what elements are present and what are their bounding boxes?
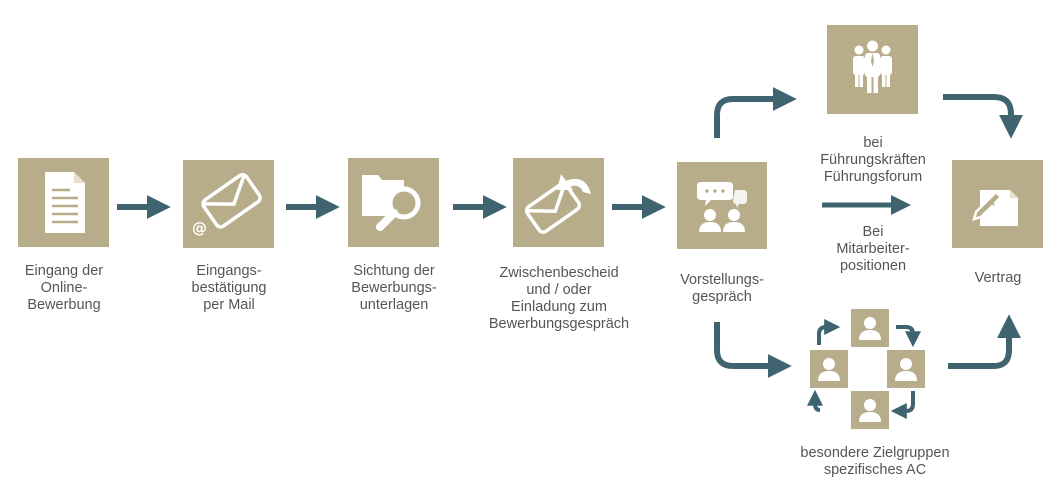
label-employee-positions: Bei Mitarbeiter- positionen bbox=[836, 224, 910, 274]
email-at-icon: @ bbox=[192, 173, 262, 237]
arrow-top-to-contract bbox=[943, 94, 1023, 139]
email-reply-icon bbox=[524, 174, 591, 234]
arrow-5-down bbox=[714, 322, 792, 378]
step-document-review bbox=[348, 158, 439, 247]
document-icon bbox=[45, 172, 85, 233]
step-contract bbox=[952, 160, 1043, 248]
ac-person-right bbox=[887, 350, 925, 388]
step-label-interim-notice: Zwischenbescheid und / oder Einladung zu… bbox=[488, 265, 630, 332]
interview-chat-icon bbox=[697, 182, 747, 232]
step-label-contract: Vertrag bbox=[974, 270, 1022, 286]
arrow-bottom-to-contract bbox=[948, 314, 1021, 369]
cycle-arrow-bottom-left bbox=[807, 389, 823, 412]
group-people-icon bbox=[853, 40, 892, 93]
ac-person-top bbox=[851, 309, 889, 347]
person-icon bbox=[859, 399, 881, 422]
step-interview bbox=[677, 162, 767, 249]
contract-edit-icon bbox=[972, 190, 1018, 226]
step-label-confirmation-mail: Eingangs- bestätigung per Mail bbox=[191, 263, 267, 313]
cycle-arrow-right-bottom bbox=[890, 391, 915, 419]
label-special-target-groups: besondere Zielgruppen spezifisches AC bbox=[800, 445, 950, 478]
step-online-application bbox=[18, 158, 109, 247]
step-label-leadership-forum: bei Führungskräften Führungsforum bbox=[820, 135, 926, 185]
cycle-arrow-left-top bbox=[817, 319, 841, 345]
step-label-online-application: Eingang der Online- Bewerbung bbox=[24, 263, 104, 313]
folder-search-icon bbox=[362, 175, 421, 231]
cycle-arrow-top-right bbox=[896, 325, 921, 348]
step-label-interview: Vorstellungs- gespräch bbox=[680, 272, 764, 305]
ac-person-left bbox=[810, 350, 848, 388]
step-interim-notice bbox=[513, 158, 604, 247]
step-confirmation-mail: @ bbox=[183, 160, 274, 248]
svg-text:@: @ bbox=[192, 219, 207, 237]
person-icon bbox=[859, 317, 881, 340]
step-leadership-forum bbox=[827, 25, 918, 114]
arrow-5-up bbox=[714, 87, 797, 138]
person-icon bbox=[895, 358, 917, 381]
ac-person-bottom bbox=[851, 391, 889, 429]
person-icon bbox=[818, 358, 840, 381]
step-label-document-review: Sichtung der Bewerbungs- unterlagen bbox=[351, 263, 437, 313]
